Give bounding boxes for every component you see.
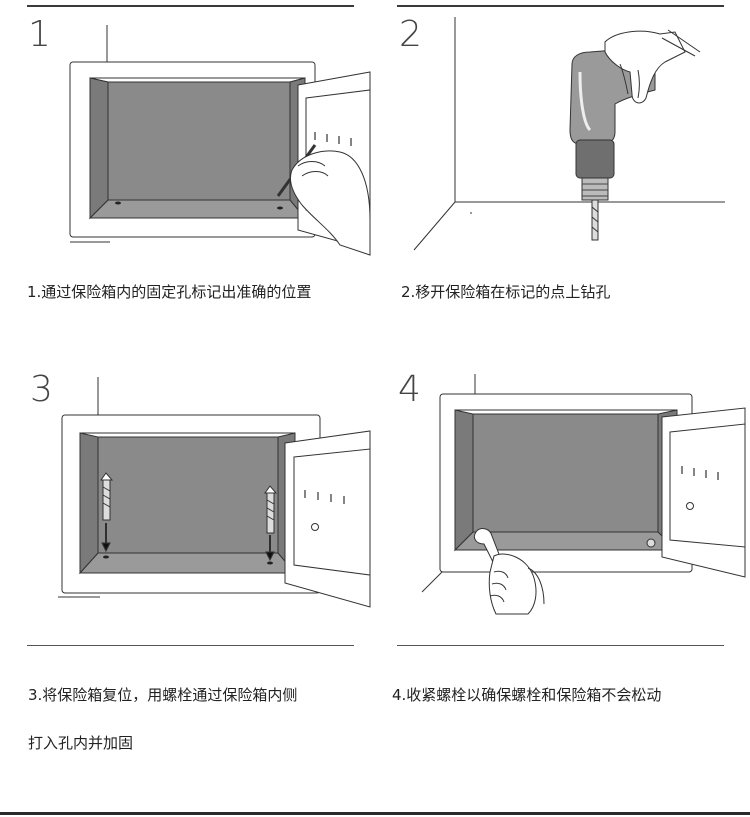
step-4-caption: 4.收紧螺栓以确保螺栓和保险箱不会松动 <box>392 684 661 705</box>
separator-rule-right <box>397 645 724 646</box>
step-1-caption: 1.通过保险箱内的固定孔标记出准确的位置 <box>27 281 311 302</box>
step-3-caption-line-2: 打入孔内并加固 <box>28 732 133 753</box>
safe-interior-back-wall <box>98 437 278 553</box>
safe-interior-back-wall <box>473 414 658 532</box>
illustration-step-1-marking <box>40 20 380 260</box>
illustration-step-2-drilling <box>400 12 730 252</box>
safe-interior-back-wall <box>108 82 290 200</box>
illustration-step-3-bolting <box>40 375 380 610</box>
top-rule-left <box>27 5 354 7</box>
separator-rule-left <box>27 645 354 646</box>
step-3-caption-line-1: 3.将保险箱复位，用螺栓通过保险箱内侧 <box>28 684 297 705</box>
power-drill <box>570 30 700 240</box>
step-2-caption: 2.移开保险箱在标记的点上钻孔 <box>401 281 610 302</box>
illustration-step-4-tightening <box>410 372 745 617</box>
top-rule-right <box>397 5 724 7</box>
bottom-rule <box>0 812 750 815</box>
